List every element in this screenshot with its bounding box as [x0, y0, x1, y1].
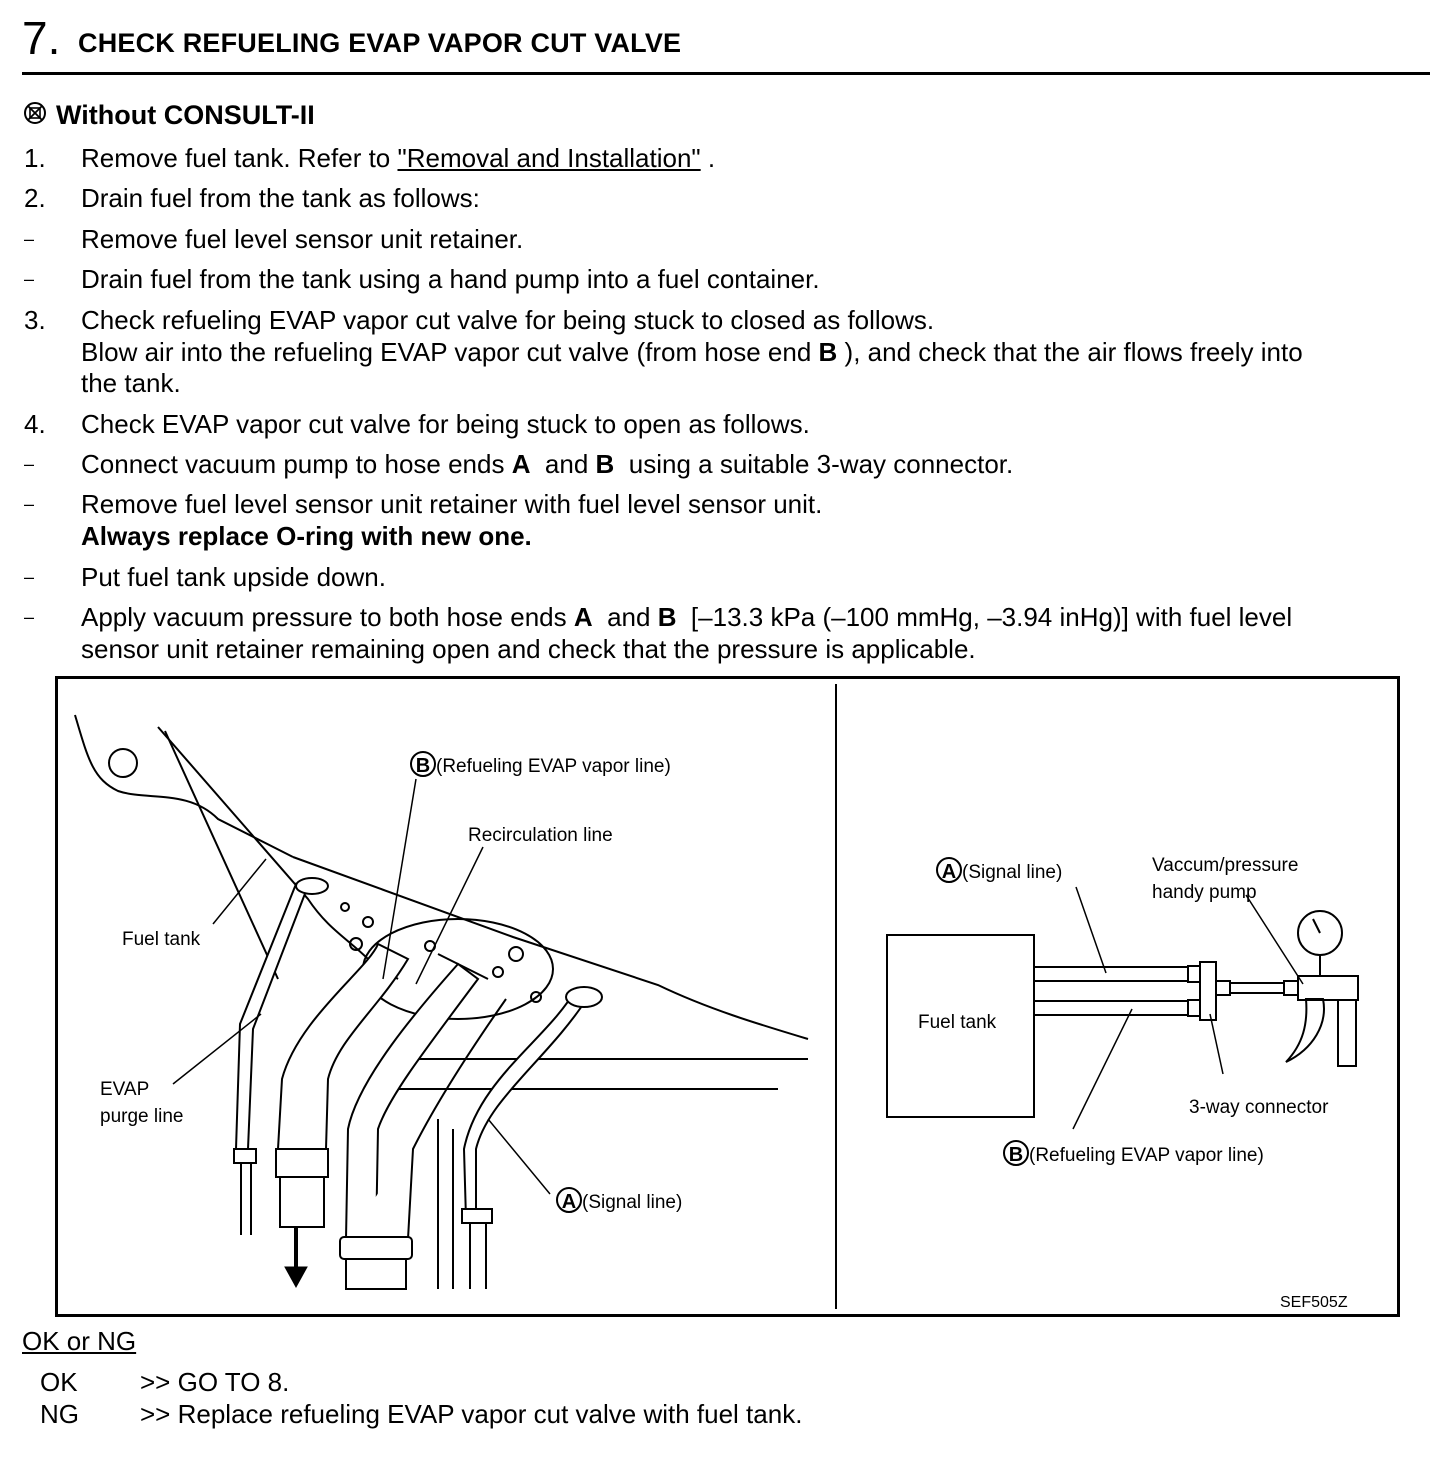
result-heading: OK or NG [22, 1326, 137, 1356]
diagram-illustration [74, 684, 1359, 1309]
item-marker: 2. [24, 183, 46, 213]
item-text: the tank. [81, 368, 181, 398]
item-text: Drain fuel from the tank as follows: [81, 183, 480, 213]
label-a-right: A(Signal line) [936, 857, 1062, 884]
ok-label: OK [40, 1367, 78, 1397]
diagram-frame: B(Refueling EVAP vapor line) Recirculati… [55, 676, 1400, 1317]
hose-a-ref: A [573, 602, 593, 632]
item-text: ), and check that the air flows freely i… [837, 337, 1303, 367]
item-text: sensor unit retainer remaining open and … [81, 634, 976, 664]
item-text: Put fuel tank upside down. [81, 562, 386, 592]
item-text: . [700, 143, 716, 173]
circled-a-icon: A [936, 857, 962, 883]
leader-lines [1072, 886, 1304, 1130]
pump-label-1: Vaccum/pressure [1152, 855, 1299, 876]
evap-purge-label-1: EVAP [100, 1079, 150, 1100]
item-text: using a suitable 3-way connector. [614, 449, 1014, 479]
item-marker: – [24, 494, 35, 514]
fuel-tank-drawing [74, 714, 809, 1090]
handy-pump [1297, 975, 1359, 1001]
hose-b-ref: B [657, 602, 677, 632]
hose-b-ref: B [595, 449, 615, 479]
hose-a-ref: A [511, 449, 531, 479]
circled-a-icon: A [556, 1187, 582, 1213]
evap-purge-label-2: purge line [100, 1106, 184, 1127]
recirculation-line-label: Recirculation line [468, 825, 613, 846]
hose-b-ref: B [818, 337, 838, 367]
fuel-tank-box [886, 934, 1035, 1118]
item-marker: – [24, 269, 35, 289]
step-number: 7. [22, 12, 61, 64]
ng-label: NG [40, 1399, 79, 1429]
subheading: Without CONSULT-II [22, 100, 315, 131]
signal-line-label: (Signal line) [582, 1192, 683, 1213]
warning-text: Always replace O-ring with new one. [81, 521, 532, 551]
refueling-line-label: (Refueling EVAP vapor line) [436, 756, 671, 777]
refueling-line-label: (Refueling EVAP vapor line) [1029, 1145, 1264, 1166]
removal-installation-link[interactable]: "Removal and Installation" [397, 143, 701, 173]
item-text: Blow air into the refueling EVAP vapor c… [81, 337, 819, 367]
item-marker: – [24, 454, 35, 474]
three-way-connector-label: 3-way connector [1189, 1097, 1329, 1118]
item-marker: – [24, 229, 35, 249]
ok-action: >> GO TO 8. [140, 1367, 290, 1397]
drain-arrow-icon [284, 1227, 308, 1289]
item-marker: 3. [24, 305, 46, 335]
three-way-connector [1199, 961, 1217, 1021]
item-text: Check refueling EVAP vapor cut valve for… [81, 305, 935, 335]
signal-line-label: (Signal line) [962, 862, 1063, 883]
step-title: CHECK REFUELING EVAP VAPOR CUT VALVE [78, 28, 682, 58]
label-b-left: B(Refueling EVAP vapor line) [410, 751, 671, 778]
item-text: Remove fuel level sensor unit retainer w… [81, 489, 823, 519]
item-marker: – [24, 607, 35, 627]
figure-code: SEF505Z [1280, 1294, 1348, 1311]
pump-label-2: handy pump [1152, 882, 1257, 903]
item-text: Check EVAP vapor cut valve for being stu… [81, 409, 810, 439]
schematic [886, 910, 1359, 1118]
item-text: Apply vacuum pressure to both hose ends [81, 602, 574, 632]
item-text: Connect vacuum pump to hose ends [81, 449, 512, 479]
item-text: Drain fuel from the tank using a hand pu… [81, 264, 820, 294]
leader-lines [172, 778, 551, 1195]
fuel-tank-label: Fuel tank [122, 929, 201, 950]
title-divider [22, 72, 1430, 75]
item-text: Remove fuel tank. Refer to [81, 143, 398, 173]
item-text: Remove fuel level sensor unit retainer. [81, 224, 524, 254]
item-text: and [592, 602, 658, 632]
no-consult-icon [22, 100, 56, 131]
circled-b-icon: B [410, 751, 436, 777]
label-a-left: A(Signal line) [556, 1187, 682, 1214]
item-marker: – [24, 567, 35, 587]
item-marker: 4. [24, 409, 46, 439]
hoses [233, 877, 603, 1290]
item-text: [–13.3 kPa (–100 mmHg, –3.94 inHg)] with… [676, 602, 1293, 632]
label-b-right: B(Refueling EVAP vapor line) [1003, 1140, 1264, 1167]
item-text: and [530, 449, 596, 479]
item-marker: 1. [24, 143, 46, 173]
circled-b-icon: B [1003, 1140, 1029, 1166]
ng-action: >> Replace refueling EVAP vapor cut valv… [140, 1399, 803, 1429]
fuel-tank-label: Fuel tank [918, 1012, 997, 1033]
subheading-text: Without CONSULT-II [56, 100, 315, 130]
